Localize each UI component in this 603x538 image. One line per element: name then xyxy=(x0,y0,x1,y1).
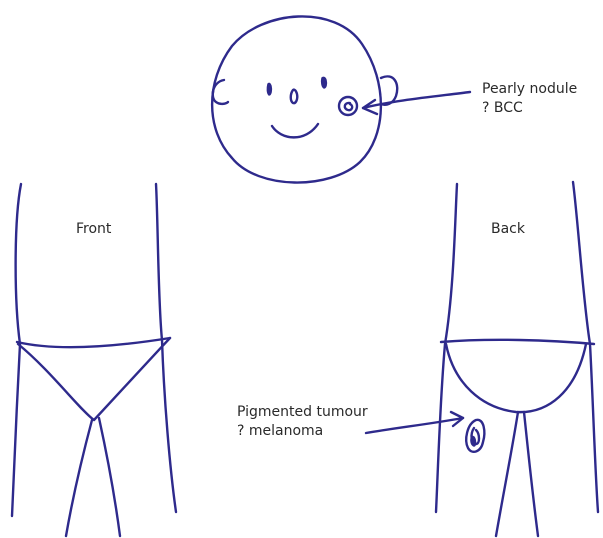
pigmented-tumour-lesion-core xyxy=(471,436,476,446)
leg-annotation-arrow xyxy=(366,412,463,433)
head-sketch xyxy=(212,16,397,182)
front-view-label: Front xyxy=(76,220,111,239)
back-inner-left-leg xyxy=(496,412,518,536)
leg-lesion-annotation-line1: Pigmented tumour xyxy=(237,403,368,422)
front-inner-left-leg xyxy=(66,420,92,536)
pearly-nodule-lesion-inner xyxy=(345,103,352,110)
nose xyxy=(291,90,298,103)
face-annotation-arrow xyxy=(363,92,470,114)
face-lesion-annotation-line2: ? BCC xyxy=(482,99,577,118)
right-eye xyxy=(322,77,327,88)
pigmented-tumour-lesion xyxy=(466,420,484,452)
back-buttocks xyxy=(446,344,586,412)
mouth xyxy=(272,124,318,137)
front-waistline xyxy=(17,338,170,347)
face-lesion-annotation-line1: Pearly nodule xyxy=(482,80,577,99)
face-lesion-annotation: Pearly nodule ? BCC xyxy=(482,80,577,118)
back-waistline xyxy=(441,340,594,344)
left-eye xyxy=(267,83,271,95)
leg-lesion-annotation-line2: ? melanoma xyxy=(237,422,368,441)
front-underwear xyxy=(18,338,170,420)
front-left-side xyxy=(12,184,21,516)
front-inner-right-leg xyxy=(99,418,120,536)
leg-lesion-annotation: Pigmented tumour ? melanoma xyxy=(237,403,368,441)
back-view-label: Back xyxy=(491,220,525,239)
front-right-side xyxy=(156,184,176,512)
pearly-nodule-lesion xyxy=(339,97,357,115)
back-inner-right-leg xyxy=(524,412,538,536)
right-ear xyxy=(381,76,397,104)
